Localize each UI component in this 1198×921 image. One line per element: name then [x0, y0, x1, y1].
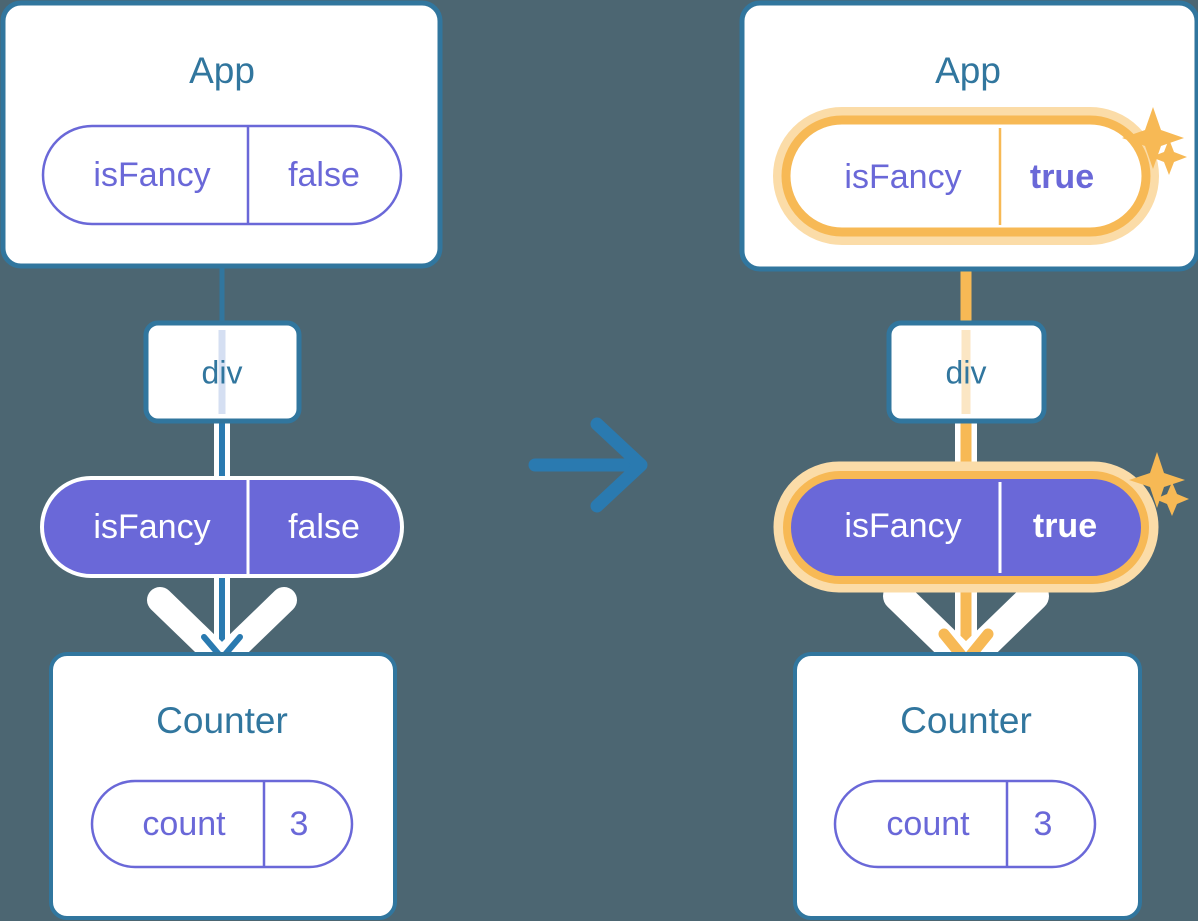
sparkle-small-icon — [1151, 139, 1187, 175]
right-panel: App isFancy true div isFancy true — [739, 0, 1198, 920]
right-counter-title: Counter — [900, 700, 1032, 741]
left-app-state-key: isFancy — [93, 156, 210, 194]
right-app-state-value: true — [1030, 158, 1094, 196]
sparkle-large-icon — [1129, 452, 1185, 508]
left-counter-state-pill[interactable] — [90, 779, 354, 869]
right-arrow-head — [590, 417, 648, 513]
left-panel: App isFancy false div isFancy false Coun… — [0, 0, 443, 920]
right-app-title: App — [935, 50, 1001, 91]
left-counter-state-value: 3 — [290, 805, 309, 843]
right-div-label: div — [946, 354, 987, 390]
left-props-value: false — [288, 508, 360, 546]
left-counter-title: Counter — [156, 700, 288, 741]
sparkle-large-icon — [1122, 107, 1184, 169]
right-counter-state-pill[interactable] — [833, 779, 1097, 869]
transition-arrow-icon — [528, 417, 648, 513]
sparkle-small-icon — [1155, 482, 1189, 516]
right-props-pill-glow — [773, 461, 1159, 593]
right-props-value: true — [1033, 507, 1097, 545]
left-counter-state-key: count — [142, 805, 226, 843]
right-app-state-pill-ring[interactable] — [781, 115, 1151, 237]
right-props-key: isFancy — [844, 507, 961, 545]
right-app-state-pill-glow — [773, 107, 1159, 245]
left-app-state-value: false — [288, 156, 360, 194]
right-counter-state-value: 3 — [1034, 805, 1053, 843]
left-props-pill[interactable] — [40, 476, 404, 578]
left-div-label: div — [202, 354, 243, 390]
right-app-sparkles-icon — [1122, 107, 1187, 175]
right-props-pill-ring[interactable] — [783, 471, 1149, 584]
left-app-state-pill[interactable] — [41, 124, 403, 226]
right-counter-state-key: count — [886, 805, 970, 843]
left-app-title: App — [189, 50, 255, 91]
right-app-state-key: isFancy — [844, 158, 961, 196]
left-props-key: isFancy — [93, 508, 210, 546]
right-props-sparkles-icon — [1129, 452, 1189, 516]
